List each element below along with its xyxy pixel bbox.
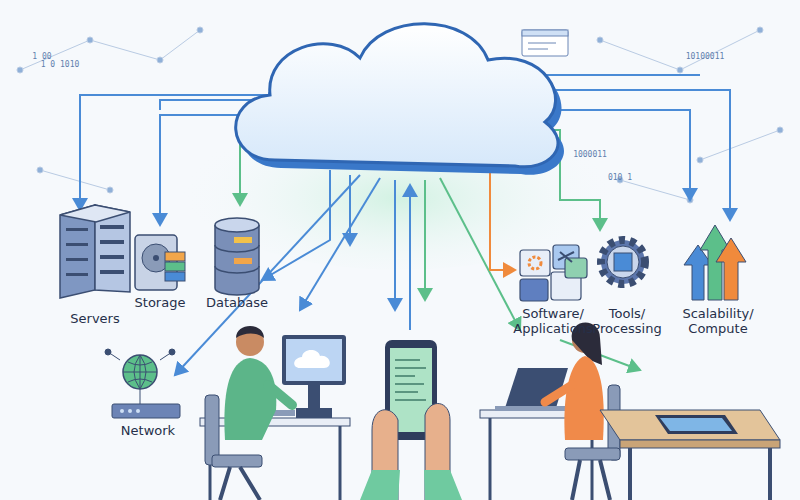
software-label: Software/Applications: [513, 307, 592, 337]
binary-text: 1 0 1010: [41, 60, 80, 69]
scalability-label: Scalability/Compute: [682, 307, 753, 337]
database-label: Database: [206, 296, 268, 311]
binary-text: 010 1: [608, 173, 632, 182]
storage-label: Storage: [135, 296, 186, 311]
binary-text: 10100011: [686, 52, 725, 61]
servers-label: Servers: [70, 312, 119, 327]
binary-text: 1 00: [32, 52, 51, 61]
tools-label: Tools/Processing: [592, 307, 661, 337]
binary-text: 1000011: [573, 150, 607, 159]
network-label: Network: [121, 424, 175, 439]
